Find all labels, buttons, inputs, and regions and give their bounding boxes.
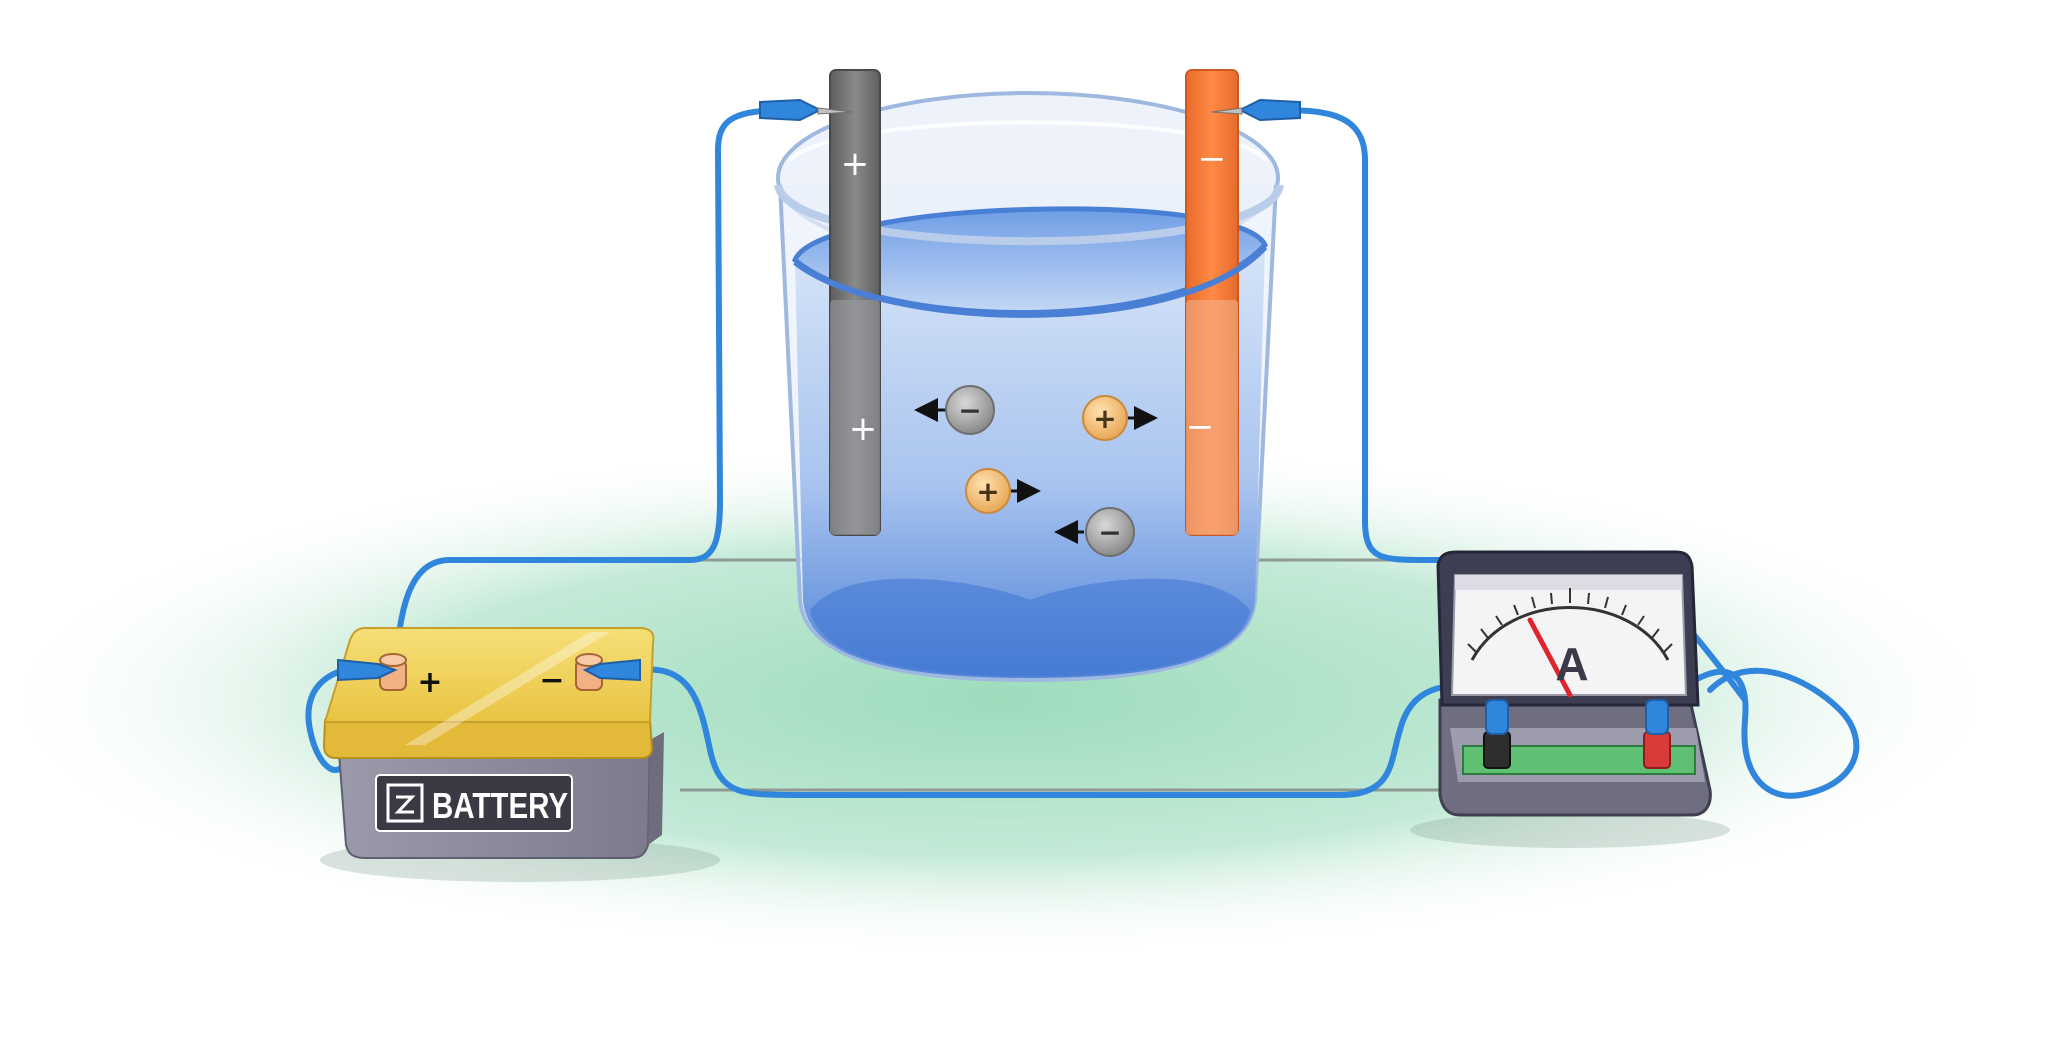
battery-negative-clip bbox=[582, 658, 641, 682]
battery-positive-clip bbox=[337, 658, 398, 682]
wire-ammeter-side bbox=[1691, 632, 1748, 703]
battery: BATTERY + − bbox=[320, 627, 720, 882]
anode-electrode bbox=[829, 69, 881, 536]
cathode-sign-lower: − bbox=[1186, 407, 1215, 447]
beaker-rim-front bbox=[774, 183, 1284, 246]
battery-lid-front bbox=[322, 719, 654, 759]
wire-battery-to-ammeter bbox=[637, 666, 1503, 798]
battery-lid-top bbox=[323, 627, 655, 723]
anion-2: − bbox=[1054, 507, 1135, 557]
battery-positive-sign: + bbox=[417, 665, 442, 700]
ammeter-scale bbox=[1470, 606, 1670, 661]
battery-negative-terminal bbox=[575, 653, 603, 691]
battery-logo bbox=[386, 783, 424, 823]
battery-label: BATTERY bbox=[432, 785, 568, 826]
ammeter-face-shade bbox=[1455, 575, 1682, 590]
wire-battery-to-anode bbox=[392, 107, 793, 671]
cation-2: + bbox=[965, 468, 1041, 514]
anode-sign-lower: + bbox=[849, 409, 878, 449]
anode-clip bbox=[759, 98, 853, 122]
anion-1: − bbox=[914, 385, 995, 435]
ammeter-needle bbox=[1527, 617, 1573, 698]
cathode-clip bbox=[1211, 98, 1301, 122]
wire-cathode-to-ammeter bbox=[1267, 107, 1443, 563]
water bbox=[795, 245, 1265, 678]
anode-sign-upper: + bbox=[841, 144, 870, 184]
circuit-wires bbox=[305, 107, 1860, 799]
ammeter-ticks bbox=[1467, 588, 1673, 653]
cathode-electrode bbox=[1185, 69, 1239, 536]
ammeter-red-terminal bbox=[1643, 699, 1671, 769]
battery-logo-bolt bbox=[394, 795, 416, 814]
battery-lid-highlight bbox=[405, 632, 610, 745]
anion-sign: − bbox=[958, 394, 981, 427]
ammeter-shadow bbox=[1410, 812, 1730, 848]
battery-body-side bbox=[648, 732, 664, 845]
cathode-sign-upper: − bbox=[1198, 139, 1227, 179]
anion-sign: − bbox=[1098, 516, 1121, 549]
ammeter-unit-label: A bbox=[1555, 638, 1588, 690]
wire-ammeter-loop bbox=[1677, 667, 1860, 799]
cation-sign: + bbox=[1093, 402, 1116, 435]
water-surface-front bbox=[793, 244, 1268, 318]
ammeter: A bbox=[1410, 550, 1730, 848]
cation-1: + bbox=[1082, 395, 1158, 441]
water-bottom bbox=[810, 578, 1250, 676]
battery-label-plate bbox=[375, 774, 573, 832]
ammeter-black-terminal bbox=[1483, 699, 1511, 769]
battery-negative-sign: − bbox=[539, 663, 564, 698]
cation-sign: + bbox=[976, 475, 999, 508]
beaker bbox=[774, 91, 1284, 683]
